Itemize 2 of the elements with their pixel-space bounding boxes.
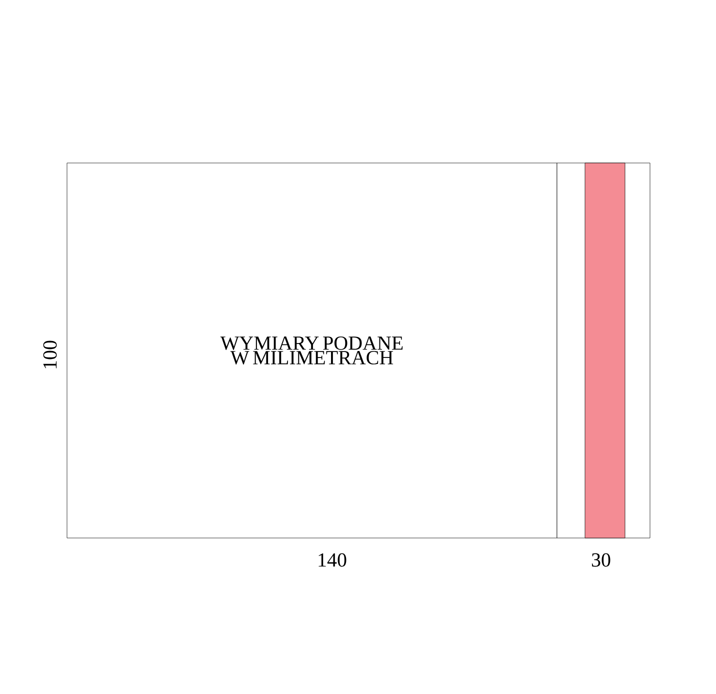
dimension-label: 30 xyxy=(592,553,610,567)
bar-strip xyxy=(584,162,626,538)
